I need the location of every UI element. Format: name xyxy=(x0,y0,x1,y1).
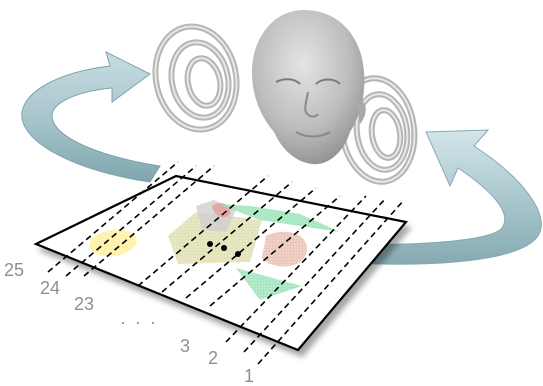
head-icon xyxy=(252,10,366,165)
tissue-regions xyxy=(89,200,340,300)
slice-label-25: 25 xyxy=(4,260,24,280)
slice-label-ellipsis: · · · xyxy=(120,312,158,332)
slice-label-24: 24 xyxy=(40,278,60,298)
right-curved-arrow-icon xyxy=(333,129,542,265)
slice-plane xyxy=(33,174,409,352)
slice-label-23: 23 xyxy=(74,294,94,314)
slice-label-2: 2 xyxy=(208,348,218,368)
left-coil-icon xyxy=(152,23,240,133)
left-curved-arrow-icon xyxy=(21,51,161,183)
slice-label-1: 1 xyxy=(244,366,254,386)
slice-label-3: 3 xyxy=(180,336,190,356)
slice-labels: 25 24 23 · · · 3 2 1 xyxy=(4,260,254,386)
slice-lines xyxy=(47,161,405,365)
